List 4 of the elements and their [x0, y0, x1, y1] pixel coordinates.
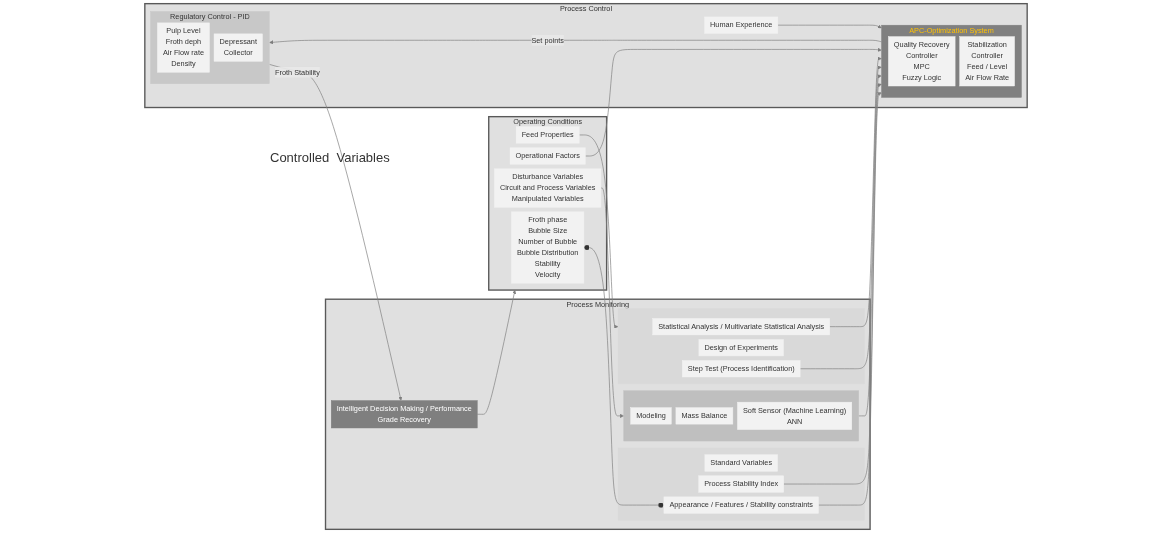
cluster — [623, 390, 859, 442]
cluster — [617, 447, 865, 521]
cluster — [617, 308, 865, 385]
note-text: Controlled Variables — [270, 150, 390, 165]
